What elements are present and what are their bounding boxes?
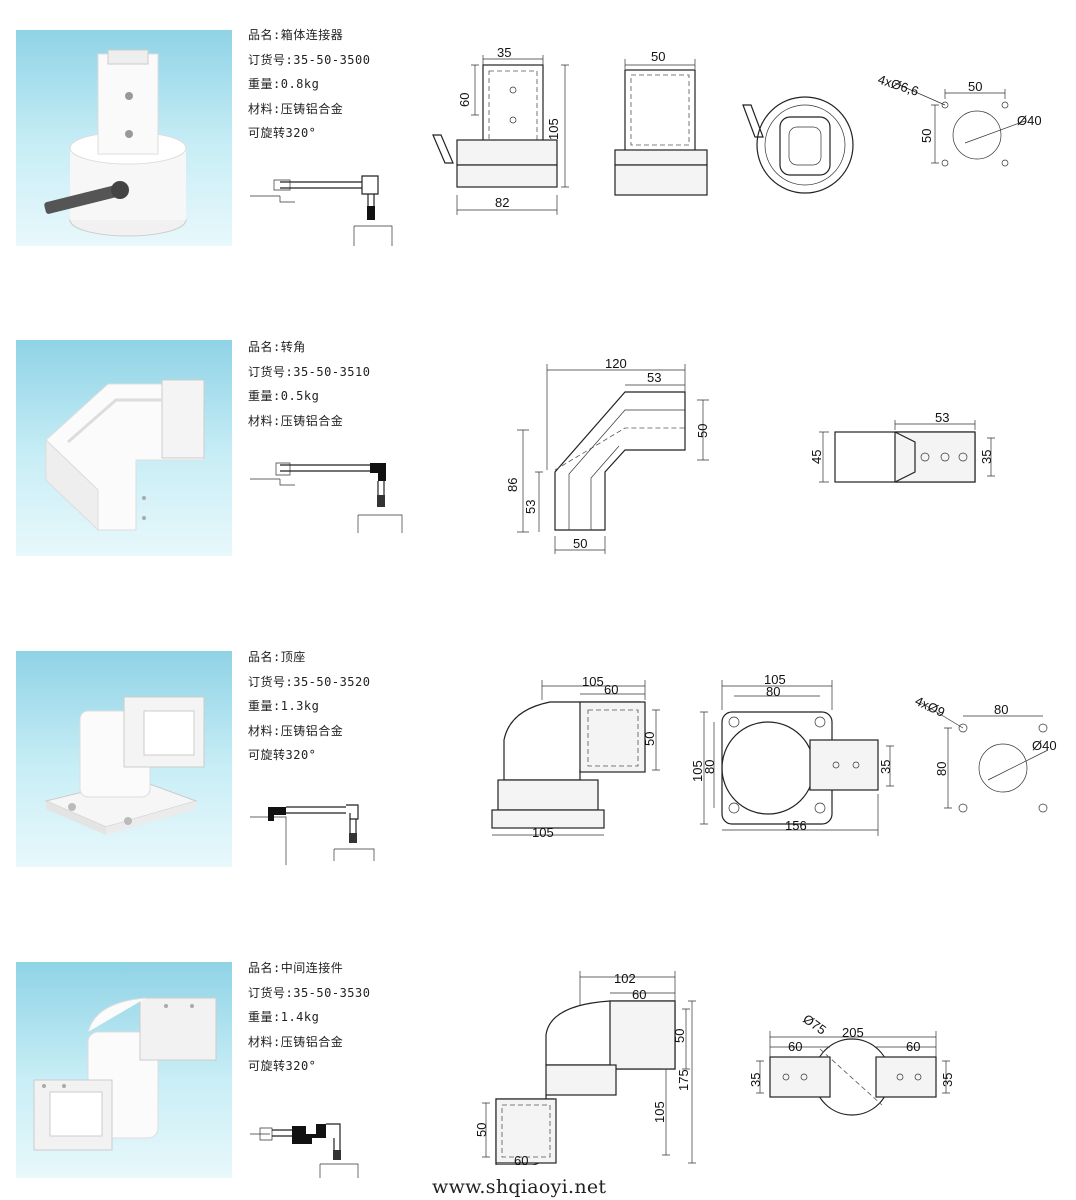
corner-side-view: 53 45 35: [809, 410, 995, 483]
middle-connector-side-view: 102 60 50 105 175 50 60: [474, 971, 696, 1165]
svg-text:53: 53: [935, 410, 949, 425]
svg-text:Ø40: Ø40: [1017, 113, 1042, 128]
top-mount-top-view: 105 80 105 80 35 156: [690, 672, 894, 836]
top-view: [742, 96, 854, 194]
svg-text:50: 50: [573, 536, 587, 551]
order-number: 订货号:35-50-3520: [248, 674, 371, 689]
svg-text:86: 86: [505, 478, 520, 492]
rotation: 可旋转320°: [248, 1059, 317, 1073]
top-mount-hole-pattern: 80 80 4xØ9 Ø40: [913, 693, 1057, 813]
material: 材料:压铸铝合金: [248, 413, 344, 428]
rotation: 可旋转320°: [248, 126, 317, 140]
product-name: 品名:中间连接件: [248, 961, 344, 975]
svg-text:102: 102: [614, 971, 636, 986]
svg-text:50: 50: [651, 49, 665, 64]
svg-text:45: 45: [809, 450, 824, 464]
usage-diagram-corner: [250, 462, 403, 533]
svg-text:105: 105: [532, 825, 554, 840]
product-photo-corner: [16, 340, 232, 556]
svg-text:205: 205: [842, 1025, 864, 1040]
product-photo-top-mount: [16, 651, 232, 867]
drawing-middle-connector: 102 60 50 105 175 50 60 205 60 60 35 35 …: [474, 971, 955, 1165]
svg-text:60: 60: [604, 682, 618, 697]
svg-text:80: 80: [934, 762, 949, 776]
svg-text:53: 53: [647, 370, 661, 385]
product-name: 品名:转角: [248, 340, 306, 354]
svg-text:50: 50: [642, 732, 657, 746]
product-photo-box-connector: [16, 30, 232, 246]
weight: 重量:0.8kg: [248, 77, 320, 91]
website-footer: www.shqiaoyi.net: [432, 1176, 607, 1198]
svg-text:105: 105: [652, 1101, 667, 1123]
svg-text:175: 175: [676, 1069, 691, 1091]
product-name: 品名:箱体连接器: [248, 28, 344, 42]
usage-diagram-box-connector: [250, 175, 393, 246]
hole-pattern: 50 50 4xØ6,6 Ø40: [876, 72, 1042, 167]
drawing-box-connector: 35 60 105 82 50 50 50 4xØ6,6 Ø40: [432, 45, 1042, 215]
svg-text:80: 80: [994, 702, 1008, 717]
weight: 重量:0.5kg: [248, 389, 320, 403]
material: 材料:压铸铝合金: [248, 1034, 344, 1049]
svg-text:50: 50: [695, 424, 710, 438]
spec-middle-connector: 品名:中间连接件 订货号:35-50-3530 重量:1.4kg 材料:压铸铝合…: [248, 956, 370, 1079]
svg-text:35: 35: [979, 450, 994, 464]
rotation: 可旋转320°: [248, 748, 317, 762]
corner-front-view: 120 53 50 86 53 50: [505, 356, 710, 554]
usage-diagram-middle-connector: [250, 1123, 359, 1178]
svg-text:35: 35: [748, 1073, 763, 1087]
svg-text:80: 80: [702, 760, 717, 774]
svg-text:156: 156: [785, 818, 807, 833]
spec-top-mount: 品名:顶座 订货号:35-50-3520 重量:1.3kg 材料:压铸铝合金 可…: [248, 645, 370, 768]
side-view: 50: [614, 49, 708, 196]
svg-text:50: 50: [672, 1029, 687, 1043]
svg-text:60: 60: [788, 1039, 802, 1054]
material: 材料:压铸铝合金: [248, 101, 344, 116]
svg-text:80: 80: [766, 684, 780, 699]
svg-text:82: 82: [495, 195, 509, 210]
svg-text:35: 35: [940, 1073, 955, 1087]
svg-text:60: 60: [457, 93, 472, 107]
middle-connector-top-view: 205 60 60 35 35 Ø75: [748, 1011, 955, 1116]
material: 材料:压铸铝合金: [248, 723, 344, 738]
product-photo-middle-connector: [16, 962, 232, 1178]
svg-text:50: 50: [919, 129, 934, 143]
order-number: 订货号:35-50-3530: [248, 985, 371, 1000]
weight: 重量:1.4kg: [248, 1010, 320, 1024]
svg-text:60: 60: [906, 1039, 920, 1054]
svg-text:60: 60: [632, 987, 646, 1002]
order-number: 订货号:35-50-3510: [248, 364, 371, 379]
svg-text:4xØ9: 4xØ9: [913, 693, 948, 720]
svg-text:50: 50: [968, 79, 982, 94]
usage-diagram-top-mount: [250, 804, 375, 865]
drawing-corner: 120 53 50 86 53 50 53 45 35: [505, 356, 995, 554]
svg-text:Ø75: Ø75: [800, 1011, 829, 1037]
drawing-top-mount: 105 60 50 105 105 80 105 80 35 156 80 80: [491, 672, 1057, 840]
svg-text:4xØ6,6: 4xØ6,6: [876, 72, 921, 99]
svg-text:60: 60: [514, 1153, 528, 1165]
svg-text:105: 105: [582, 674, 604, 689]
spec-corner: 品名:转角 订货号:35-50-3510 重量:0.5kg 材料:压铸铝合金: [248, 335, 370, 433]
svg-text:105: 105: [546, 118, 561, 140]
svg-text:105: 105: [764, 672, 786, 687]
svg-text:50: 50: [474, 1123, 489, 1137]
top-mount-side-view: 105 60 50 105: [491, 674, 660, 840]
svg-text:105: 105: [690, 760, 705, 782]
weight: 重量:1.3kg: [248, 699, 320, 713]
svg-text:35: 35: [497, 45, 511, 60]
svg-text:120: 120: [605, 356, 627, 371]
svg-text:35: 35: [878, 760, 893, 774]
spec-box-connector: 品名:箱体连接器 订货号:35-50-3500 重量:0.8kg 材料:压铸铝合…: [248, 23, 370, 146]
order-number: 订货号:35-50-3500: [248, 52, 371, 67]
front-view: 35 60 105 82: [432, 45, 569, 215]
svg-text:Ø40: Ø40: [1032, 738, 1057, 753]
product-name: 品名:顶座: [248, 650, 306, 664]
svg-text:53: 53: [523, 500, 538, 514]
